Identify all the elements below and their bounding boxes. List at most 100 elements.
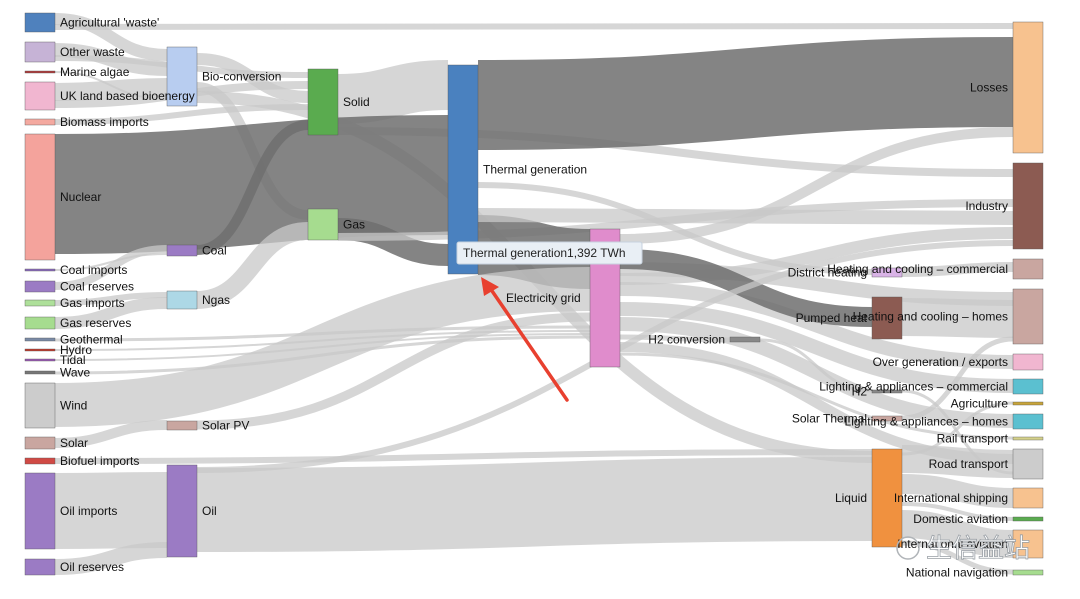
sankey-node-hc_homes[interactable] [1012,288,1044,345]
sankey-label-intl_ship: International shipping [894,491,1008,505]
sankey-node-wind[interactable] [24,382,56,429]
sankey-node-ngas[interactable] [166,290,198,310]
sankey-link-wave-grid[interactable] [54,335,591,375]
sankey-label-ngas: Ngas [202,293,230,307]
sankey-node-solid[interactable] [307,68,339,136]
sankey-link-liquid-intl_ship[interactable] [901,474,1014,508]
sankey-link-oil_imp-oil[interactable] [54,472,168,549]
sankey-link-solar_pv-grid[interactable] [196,312,591,430]
sankey-link-oil_res-oil[interactable] [54,542,168,575]
sankey-link-liquid-dom_aviation[interactable] [901,502,1014,521]
sankey-link-solar_thermal-hc_homes[interactable] [901,336,1014,421]
sankey-label-district: District heating [788,266,867,280]
sankey-node-road[interactable] [1012,448,1044,480]
sankey-link-coal_res-coal[interactable] [54,245,168,290]
sankey-label-solar_pv: Solar PV [202,419,249,433]
sankey-node-uk_bio[interactable] [24,81,56,111]
sankey-label-biomass_imp: Biomass imports [60,115,149,129]
sankey-label-marine_algae: Marine algae [60,65,130,79]
sankey-label-liquid: Liquid [835,491,867,505]
sankey-link-agri_waste-losses[interactable] [54,23,1014,30]
sankey-link-coal-solid[interactable] [196,120,309,255]
sankey-node-coal_res[interactable] [24,280,56,293]
sankey-node-oil_imp[interactable] [24,472,56,550]
sankey-label-solid: Solid [343,95,370,109]
sankey-link-solid-thermal[interactable] [337,60,449,124]
sankey-node-agri_waste[interactable] [24,12,56,33]
sankey-node-geothermal[interactable] [24,337,56,342]
sankey-link-grid-losses[interactable] [619,127,1014,244]
sankey-label-wave: Wave [60,366,91,380]
sankey-node-nat_nav[interactable] [1012,569,1044,576]
sankey-label-wind: Wind [60,399,87,413]
sankey-label-oil: Oil [202,504,217,518]
sankey-link-gas-thermal[interactable] [337,218,449,266]
sankey-node-agriculture[interactable] [1012,401,1044,406]
sankey-node-nuclear[interactable] [24,133,56,261]
sankey-node-hc_commercial[interactable] [1012,258,1044,280]
sankey-node-other_waste[interactable] [24,41,56,63]
sankey-node-h2[interactable] [871,389,903,394]
sankey-node-la_commercial[interactable] [1012,378,1044,395]
sankey-node-thermal[interactable] [447,64,479,275]
sankey-node-biofuel_imp[interactable] [24,457,56,465]
sankey-node-oil_res[interactable] [24,558,56,576]
sankey-node-solar[interactable] [24,436,56,450]
sankey-link-geothermal-grid[interactable] [54,325,591,342]
sankey-link-marine_algae-bioconv[interactable] [54,71,168,100]
sankey-link-bioconv-solid[interactable] [196,53,309,103]
sankey-node-industry[interactable] [1012,162,1044,250]
sankey-link-oil-liquid[interactable] [196,457,873,552]
sankey-node-wave[interactable] [24,370,56,375]
sankey-link-liquid-agriculture[interactable] [901,401,1014,456]
sankey-node-marine_algae[interactable] [24,70,56,74]
sankey-label-road: Road transport [929,457,1009,471]
sankey-link-liquid-road[interactable] [901,445,1014,478]
sankey-node-gas[interactable] [307,208,339,241]
sankey-node-intl_ship[interactable] [1012,487,1044,509]
sankey-node-h2conv[interactable] [729,336,761,343]
sankey-node-la_homes[interactable] [1012,413,1044,430]
sankey-link-pumped-hc_homes[interactable] [901,298,1014,338]
sankey-node-district[interactable] [871,267,903,278]
sankey-node-solar_thermal[interactable] [871,415,903,422]
sankey-link-ngas-gas[interactable] [196,222,309,309]
sankey-link-district-hc_commercial[interactable] [901,262,1014,277]
sankey-link-hydro-grid[interactable] [54,330,591,351]
sankey-link-h2conv-h2[interactable] [759,338,873,393]
sankey-node-hydro[interactable] [24,348,56,352]
sankey-node-pumped[interactable] [871,296,903,340]
sankey-link-coal_imp-coal[interactable] [54,253,168,271]
sankey-node-over_gen[interactable] [1012,353,1044,371]
sankey-label-agriculture: Agriculture [951,397,1009,411]
sankey-link-solar-solar_pv[interactable] [54,420,168,448]
sankey-node-dom_aviation[interactable] [1012,516,1044,522]
sankey-link-agri_waste-bioconv[interactable] [54,13,168,61]
sankey-label-coal_res: Coal reserves [60,280,134,294]
sankey-link-thermal-losses[interactable] [477,37,1014,150]
sankey-node-gas_imp[interactable] [24,299,56,307]
sankey-node-solar_pv[interactable] [166,420,198,431]
sankey-link-grid-over_gen[interactable] [619,282,1014,369]
sankey-node-tidal[interactable] [24,358,56,362]
sankey-link-tidal-grid[interactable] [54,333,591,361]
sankey-link-uk_bio-bioconv[interactable] [54,78,168,101]
sankey-node-oil[interactable] [166,464,198,558]
sankey-link-gas_res-ngas[interactable] [54,297,168,329]
sankey-link-grid-rail[interactable] [619,352,1014,440]
sankey-node-liquid[interactable] [871,448,903,548]
sankey-node-intl_aviation[interactable] [1012,529,1044,559]
sankey-node-losses[interactable] [1012,21,1044,154]
sankey-node-coal_imp[interactable] [24,268,56,272]
sankey-nodes [24,12,1044,576]
sankey-link-liquid-intl_aviation[interactable] [901,510,1014,558]
sankey-node-gas_res[interactable] [24,316,56,330]
sankey-node-rail[interactable] [1012,436,1044,441]
sankey-link-biofuel_imp-liquid[interactable] [54,449,873,464]
sankey-node-bioconv[interactable] [166,46,198,107]
sankey-node-biomass_imp[interactable] [24,118,56,126]
watermark-text: 生信益站 [926,534,1030,564]
sankey-link-grid-la_homes[interactable] [619,317,1014,428]
sankey-node-coal[interactable] [166,244,198,257]
sankey-link-gas_imp-ngas[interactable] [54,292,168,306]
